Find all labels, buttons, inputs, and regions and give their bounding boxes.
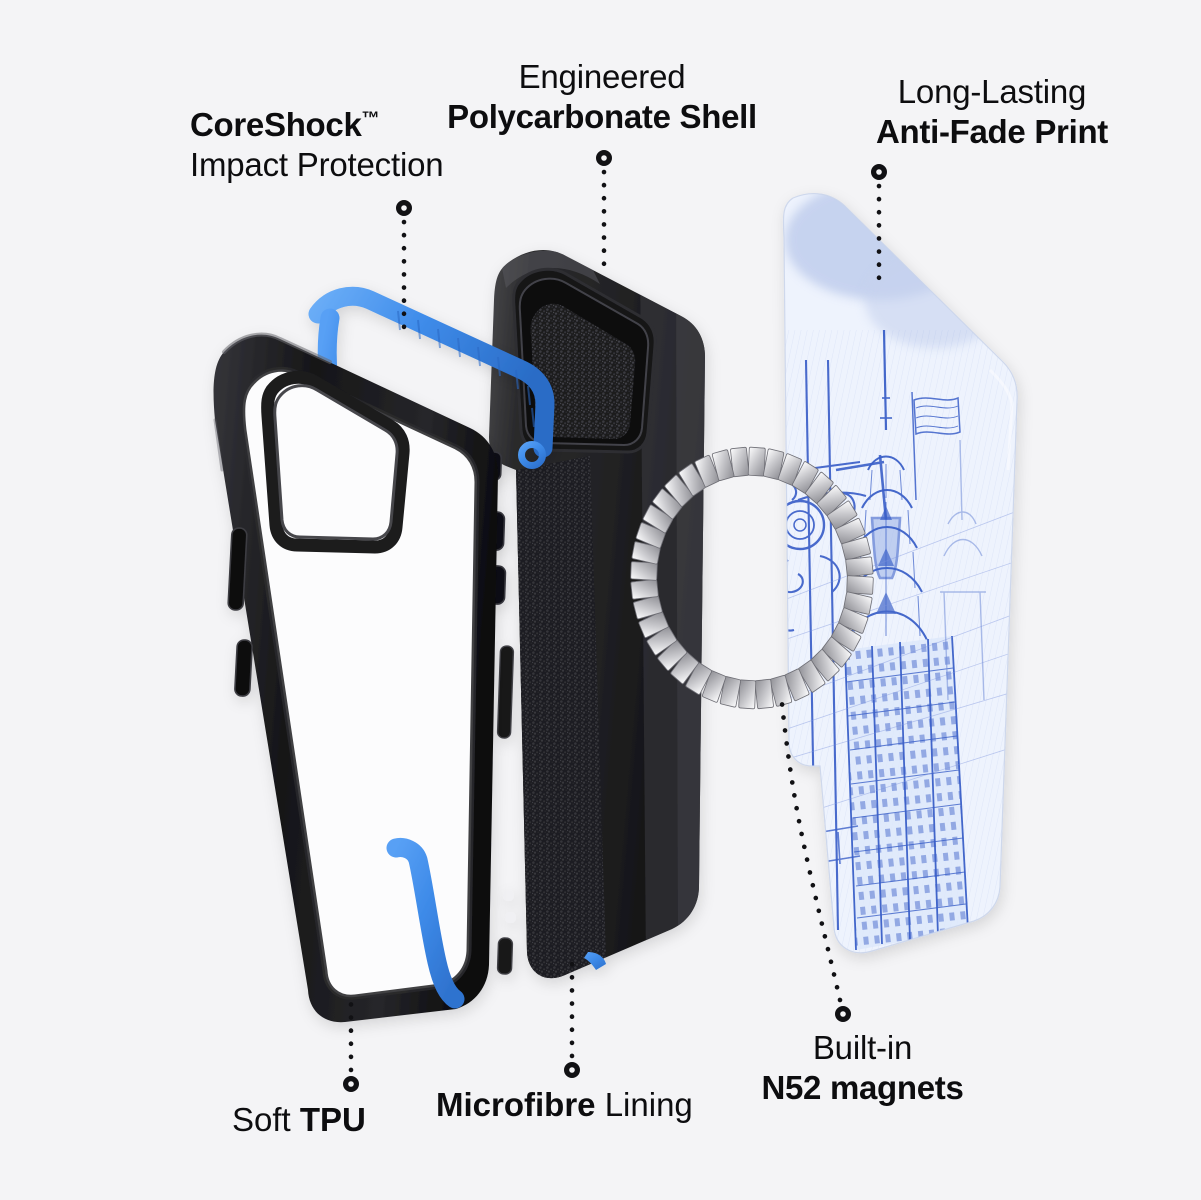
callout-coreshock: CoreShock™ Impact Protection — [190, 105, 444, 186]
printed-back-panel — [782, 192, 1018, 954]
leader-endpoint-rings — [343, 150, 887, 1092]
bumper-camera-ring — [261, 370, 410, 554]
antifade-leader-dot — [870, 164, 887, 181]
magnets-leader-line — [778, 691, 843, 1003]
coreshock-leader-dot — [396, 200, 413, 217]
shell-blue-tab — [584, 952, 606, 970]
polycarbonate-leader-dot — [595, 150, 612, 167]
magsafe-magnet-ring — [630, 446, 874, 710]
microfibre-lining — [516, 456, 606, 979]
callout-coreshock-line1: CoreShock™ — [190, 106, 380, 143]
callout-antifade: Long-Lasting Anti-Fade Print — [862, 72, 1122, 153]
callout-coreshock-line2: Impact Protection — [190, 146, 444, 184]
callout-magnets-line1: Built-in — [812, 1029, 913, 1066]
callout-tpu-regular: Soft — [232, 1101, 300, 1138]
callout-microfibre-bold: Microfibre — [436, 1086, 596, 1123]
callout-microfibre: Microfibre Lining — [436, 1085, 693, 1125]
leader-lines — [348, 169, 882, 1073]
trademark-symbol: ™ — [361, 108, 380, 128]
blue-impact-rail-bottom — [386, 838, 465, 1009]
callout-polycarbonate: Engineered Polycarbonate Shell — [422, 57, 782, 138]
shell-port-cutouts — [496, 645, 516, 975]
tpu-leader-dot — [343, 1075, 360, 1092]
camera-cutout — [512, 267, 657, 454]
callout-polycarbonate-line1: Engineered — [518, 58, 686, 95]
microfibre-leader-dot — [563, 1061, 580, 1078]
blue-grommet-right — [518, 441, 546, 469]
callout-antifade-line2: Anti-Fade Print — [876, 113, 1108, 151]
callout-magnets: Built-in N52 magnets — [745, 1028, 980, 1109]
bumper-side-buttons — [227, 527, 253, 697]
magnets-leader-dot — [834, 1005, 851, 1022]
tpu-bumper-case — [213, 286, 555, 1023]
callout-microfibre-regular: Lining — [595, 1086, 693, 1123]
callout-antifade-line1: Long-Lasting — [897, 73, 1087, 110]
callout-magnets-line2: N52 magnets — [761, 1069, 964, 1107]
callout-polycarbonate-line2: Polycarbonate Shell — [447, 98, 757, 136]
callout-tpu-bold: TPU — [299, 1101, 366, 1138]
callout-tpu: Soft TPU — [232, 1100, 366, 1140]
